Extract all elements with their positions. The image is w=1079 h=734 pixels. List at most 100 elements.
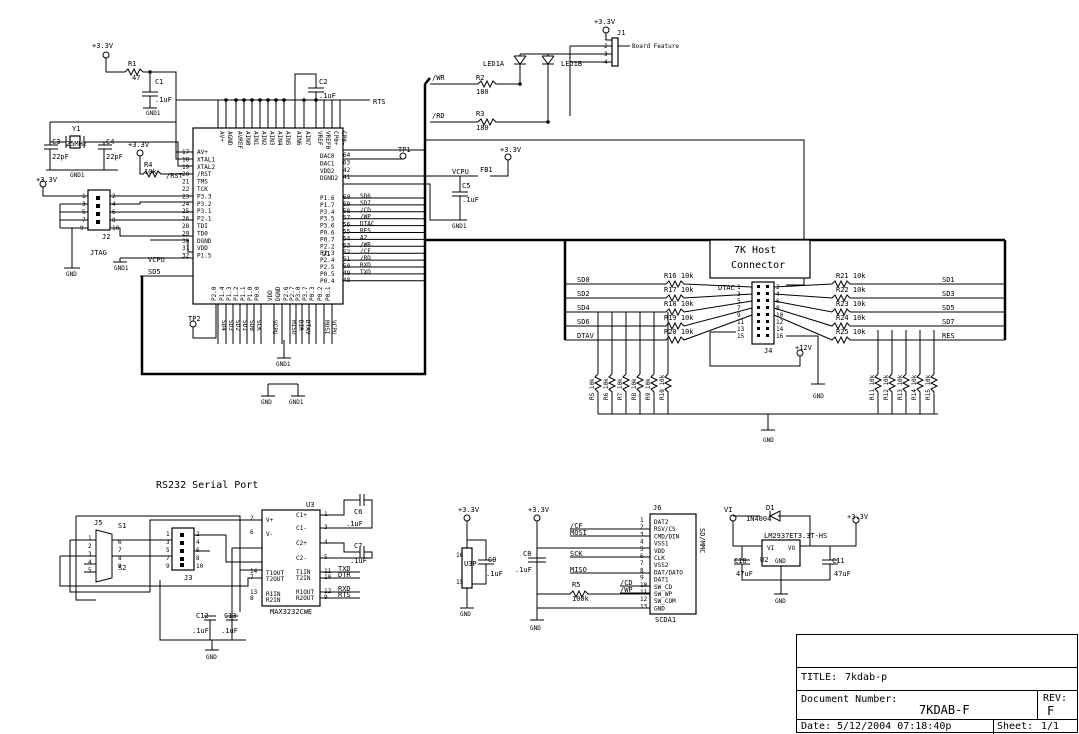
gnd-label-7: GND — [530, 625, 541, 632]
j6-pin: SW_CD — [654, 584, 672, 591]
j6-pin: VSS2 — [654, 562, 669, 569]
r5-ref: R5 — [572, 581, 580, 589]
u2-ref: U2 — [760, 556, 768, 564]
mcu-right-net: RXD — [360, 262, 371, 269]
mcu-bottom-pin: P1.1 — [240, 286, 247, 301]
r3-val: 180 — [476, 124, 489, 132]
j6-footer: SCDA1 — [655, 616, 676, 624]
host-left-res: R18 10k — [664, 300, 694, 308]
svg-text:9: 9 — [166, 563, 170, 570]
mcu-right-net: /CF — [360, 248, 371, 255]
mcu-left-pin-num: 21 — [182, 179, 190, 186]
u3p-ref: U3P — [464, 560, 477, 568]
pulldown-left: R8 10k — [631, 378, 638, 400]
mcu-bottom-pin: P0.0 — [254, 286, 261, 301]
c8-ref: C8 — [523, 550, 531, 558]
j6-pin-num: 13 — [640, 603, 648, 610]
svg-text:3: 3 — [88, 551, 92, 558]
j5-ref: J5 — [94, 519, 102, 527]
mcu-right-pin-num: 64 — [343, 152, 351, 159]
gnd-label-4: GND — [763, 437, 774, 444]
j4-pin-left: 1 — [737, 284, 741, 291]
j6-pin: DAT1 — [654, 577, 669, 584]
host-left-net: SD4 — [577, 304, 590, 312]
mcu-top-pin: VREF — [316, 131, 323, 146]
c7-ref: C7 — [354, 542, 362, 550]
title-value: 7kdab-p — [845, 672, 888, 683]
mcu-right-pin-name: P2.3 — [320, 250, 335, 257]
mcu-right-pin-name: P3.6 — [320, 223, 335, 230]
pwr12-host: +12V — [795, 344, 813, 352]
rs232-title: RS232 Serial Port — [156, 480, 258, 491]
gnd-label-8: GND — [775, 598, 786, 605]
mcu-right-pin-name: P0.7 — [320, 236, 335, 243]
mcu-bottom-pin: P2.7 — [289, 286, 296, 301]
rev-value: F — [1047, 704, 1055, 718]
mcu-bottom-pin: P3.0 — [295, 286, 302, 301]
host-right-res: R22 10k — [836, 286, 866, 294]
sd-net: /WP — [620, 586, 633, 594]
s1-label: S1 — [118, 522, 126, 530]
c5-ref: C5 — [462, 182, 470, 190]
mcu-top-pin: CP0+ — [332, 131, 339, 146]
svg-text:8: 8 — [118, 555, 122, 562]
u3-left-pin: R1IN — [266, 591, 281, 598]
host-right-net: SD5 — [942, 304, 955, 312]
fb1-label: FB1 — [480, 166, 493, 174]
rev-label: REV: — [1043, 693, 1068, 704]
u3-left-num: 13 — [250, 589, 258, 596]
u3-right-pin: R1OUT — [296, 589, 314, 596]
mcu-left-pin-num: 26 — [182, 216, 190, 223]
j6-pin: SW_WP — [654, 591, 672, 598]
u3-left-pin: R2IN — [266, 597, 281, 604]
j6-pin: VSS1 — [654, 541, 669, 548]
j3-ref: J3 — [184, 574, 192, 582]
pwr-label-4: +3.3V — [500, 146, 522, 154]
u2-vo: VO — [788, 545, 796, 552]
mcu-right-pin-name: DAC1 — [320, 160, 335, 167]
svg-text:6: 6 — [118, 539, 122, 546]
mcu-bottom-net: VCPU — [271, 320, 278, 335]
mcu-top-pin: CP0- — [340, 131, 347, 145]
mcu-top-pin: AIN5 — [284, 131, 291, 146]
j6-pin-num: 10 — [640, 582, 648, 589]
j6-pin-num: 8 — [640, 567, 644, 574]
mcu-bottom-pin: P1.2 — [233, 286, 240, 301]
pulldown-left: R10 10k — [659, 374, 666, 400]
r2-ref: R2 — [476, 74, 484, 82]
u3-right-pin: T2IN — [296, 575, 311, 582]
d1-ref: D1 — [766, 504, 774, 512]
r2-val: 180 — [476, 88, 489, 96]
rs232-block: U3 MAX3232CWE V+2V-6T1OUT14T2OUT7R1IN13R… — [59, 494, 373, 661]
u3-right-pin: C1- — [296, 525, 307, 532]
mcu-right-net: TXD — [360, 269, 371, 276]
led-j1: +3.3V J1 12 34 Board Feature LED1A LED1B… — [430, 18, 679, 132]
host-left-net: DTAV — [577, 332, 595, 340]
svg-text:4: 4 — [88, 559, 92, 566]
net-dtac: DTAC — [718, 284, 735, 292]
mcu-left-pin-name: TMS — [197, 179, 208, 186]
led1b-label: LED1B — [561, 60, 582, 68]
u3-left-pin: V- — [266, 531, 273, 538]
mcu-right-net: /WR — [360, 241, 371, 248]
c6-ref: C6 — [354, 508, 362, 516]
mcu-bottom-pin: P2.6 — [283, 286, 290, 301]
r3-ref: R3 — [476, 110, 484, 118]
j6-pin: DAT2 — [654, 519, 669, 526]
vcpu-fb1-c5: +3.3V FB1 VCPU C5 .1uF GND1 — [343, 146, 522, 230]
pulldown-right: R14 10k — [911, 374, 918, 400]
j6-pin: SW_COM — [654, 598, 676, 605]
u2-val: LM2937ET3.3T-HS — [764, 532, 827, 540]
c6-val: .1uF — [346, 520, 363, 528]
u3-right-pin: C2+ — [296, 540, 307, 547]
j6-pin: DAT/DATO — [654, 569, 683, 576]
mcu-bottom-net: MOSI — [323, 320, 330, 335]
host-right-net: SD3 — [942, 290, 955, 298]
bus-junctions — [224, 98, 318, 102]
pwr12-reg: VI — [724, 506, 732, 514]
gnd-label-1: GND — [66, 271, 77, 278]
